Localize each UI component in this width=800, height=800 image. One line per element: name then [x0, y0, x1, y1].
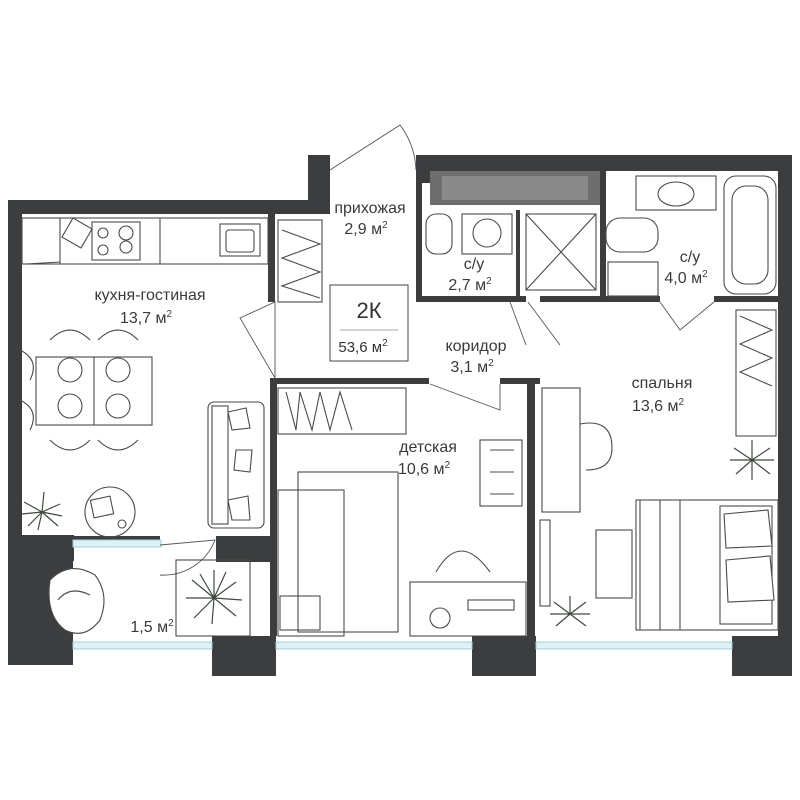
hallway-area: 2,9 м2 — [344, 220, 388, 238]
kids-area: 10,6 м2 — [398, 460, 451, 478]
apartment-badge: 2К 53,6 м2 — [329, 284, 409, 362]
kitchen-name: кухня-гостиная — [94, 287, 205, 304]
bath2-name: с/у — [680, 249, 700, 266]
kids-name: детская — [399, 439, 457, 456]
apartment-type: 2К — [356, 298, 381, 323]
bathroom-furniture — [425, 175, 777, 297]
bedroom-furniture — [539, 309, 779, 631]
balcony-area: 1,5 м2 — [130, 618, 174, 636]
corridor-name: коридор — [445, 338, 506, 355]
doors — [159, 124, 715, 576]
kitchen-area: 13,7 м2 — [120, 309, 173, 327]
balcony-furniture — [48, 559, 251, 637]
bedroom-name: спальня — [632, 375, 693, 392]
bedroom-area: 13,6 м2 — [632, 397, 685, 415]
total-area: 53,6 м2 — [338, 338, 388, 356]
bath2-area: 4,0 м2 — [664, 269, 708, 287]
bath1-name: с/у — [464, 256, 484, 273]
kitchen-furniture — [19, 217, 323, 538]
plants — [21, 440, 774, 627]
windows — [72, 539, 733, 650]
hallway-name: прихожая — [334, 200, 405, 217]
room-labels: прихожая 2,9 м2 кухня-гостиная 13,7 м2 с… — [94, 200, 708, 636]
corridor-area: 3,1 м2 — [450, 358, 494, 376]
bath1-area: 2,7 м2 — [448, 276, 492, 294]
kids-furniture — [277, 387, 527, 637]
